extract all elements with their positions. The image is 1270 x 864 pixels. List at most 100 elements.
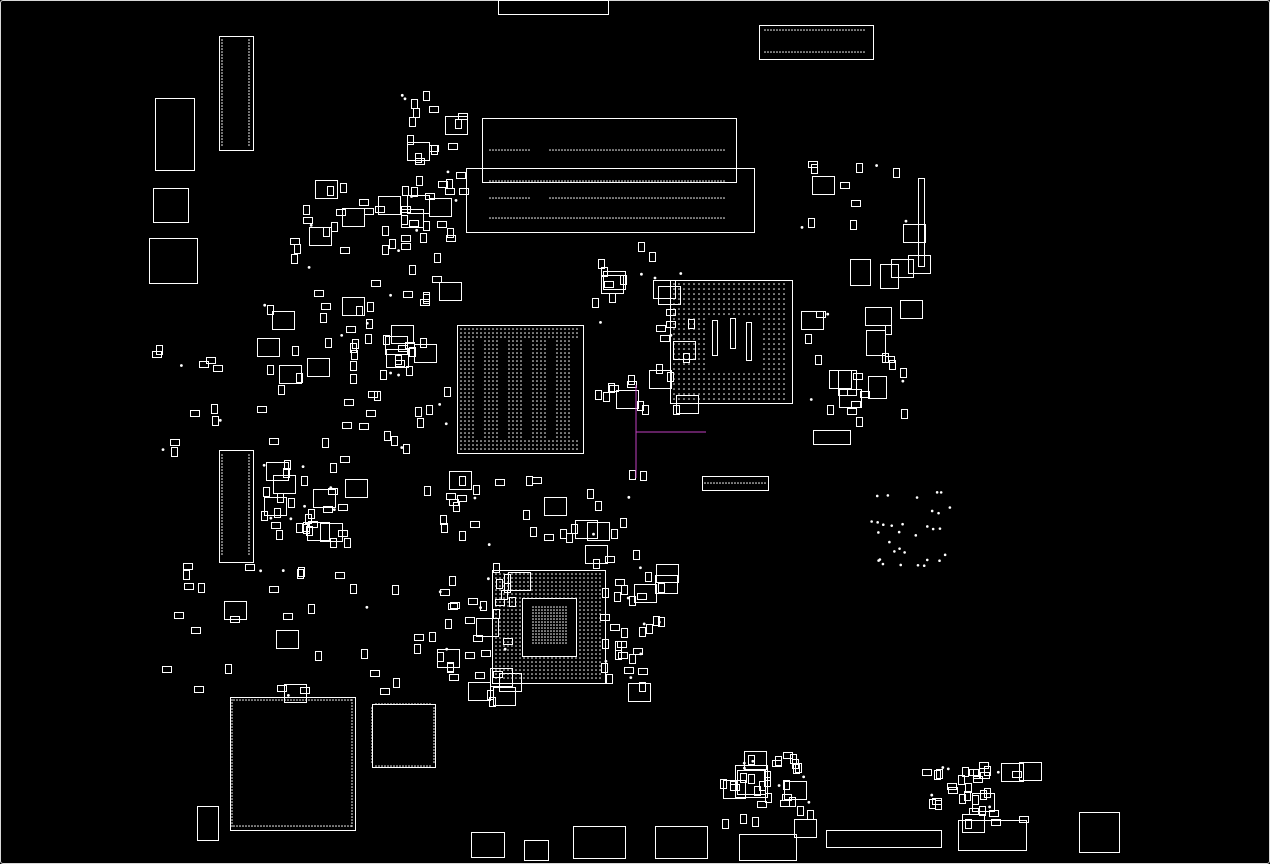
component-outline: [658, 286, 681, 305]
pad: [464, 348, 466, 350]
pad: [559, 673, 561, 675]
component-outline: [386, 349, 409, 368]
pad: [673, 373, 675, 375]
pad: [556, 440, 558, 442]
pad: [371, 752, 373, 754]
pad: [464, 356, 466, 358]
pad: [511, 637, 513, 639]
pad: [609, 217, 611, 219]
pad: [317, 825, 319, 827]
pad: [516, 217, 518, 219]
component-outline: [290, 238, 300, 245]
pad: [433, 716, 435, 718]
component-outline: [473, 635, 483, 642]
pad: [763, 308, 765, 310]
pad: [576, 444, 578, 446]
pad: [543, 577, 545, 579]
component-outline: [340, 247, 350, 254]
pad: [693, 388, 695, 390]
pad: [897, 530, 901, 534]
pad: [587, 633, 589, 635]
pad: [579, 665, 581, 667]
pad: [515, 597, 517, 599]
component-outline: [382, 245, 389, 255]
pad: [248, 532, 250, 534]
pad: [535, 612, 537, 614]
pad: [690, 180, 692, 182]
pad: [305, 825, 307, 827]
pad: [511, 625, 513, 627]
component-outline: [257, 406, 267, 413]
pad: [728, 393, 730, 395]
pad: [560, 404, 562, 406]
pad: [595, 625, 597, 627]
pad: [768, 398, 770, 400]
pad: [733, 398, 735, 400]
pad: [472, 332, 474, 334]
component-outline: [264, 497, 287, 516]
pad: [815, 51, 817, 53]
pad: [492, 340, 494, 342]
pad: [287, 699, 289, 701]
pad: [564, 368, 566, 370]
pad: [743, 482, 745, 484]
pad: [568, 340, 570, 342]
pad: [532, 436, 534, 438]
pad: [516, 440, 518, 442]
pad: [231, 765, 233, 767]
pad: [565, 618, 567, 620]
pad: [833, 51, 835, 53]
pad: [515, 657, 517, 659]
pad: [573, 180, 575, 182]
pad: [639, 197, 641, 199]
pad: [468, 432, 470, 434]
pad: [231, 819, 233, 821]
pad: [519, 613, 521, 615]
pad: [504, 336, 506, 338]
component-outline: [380, 688, 390, 695]
pad: [579, 589, 581, 591]
component-outline: [284, 460, 291, 470]
pad: [484, 384, 486, 386]
pad: [568, 372, 570, 374]
pad: [782, 51, 784, 53]
pad: [696, 217, 698, 219]
pad: [532, 340, 534, 342]
pad: [809, 51, 811, 53]
crosshair-icon: [635, 385, 706, 478]
pad: [763, 343, 765, 345]
pad: [488, 424, 490, 426]
component-outline: [330, 463, 337, 473]
pad: [495, 581, 497, 583]
pad: [555, 180, 557, 182]
pad: [460, 372, 462, 374]
pad: [278, 699, 280, 701]
pad: [579, 617, 581, 619]
pad: [571, 669, 573, 671]
component-outline: [300, 687, 310, 694]
pad: [479, 606, 482, 610]
pad: [809, 398, 813, 401]
pad: [371, 734, 373, 736]
pad: [513, 197, 515, 199]
component-outline: [389, 239, 396, 249]
pad: [547, 573, 549, 575]
pad: [564, 412, 566, 414]
pad: [520, 384, 522, 386]
component-outline: [335, 572, 345, 579]
component-outline: [401, 243, 411, 250]
pad: [703, 348, 705, 350]
pad: [511, 669, 513, 671]
component-outline: [812, 176, 835, 195]
pad: [499, 657, 501, 659]
pad: [468, 428, 470, 430]
pad: [516, 392, 518, 394]
pad: [845, 51, 847, 53]
pad: [400, 446, 404, 449]
pad: [723, 283, 725, 285]
component-outline: [344, 399, 354, 406]
pad: [547, 597, 549, 599]
pad: [299, 825, 301, 827]
